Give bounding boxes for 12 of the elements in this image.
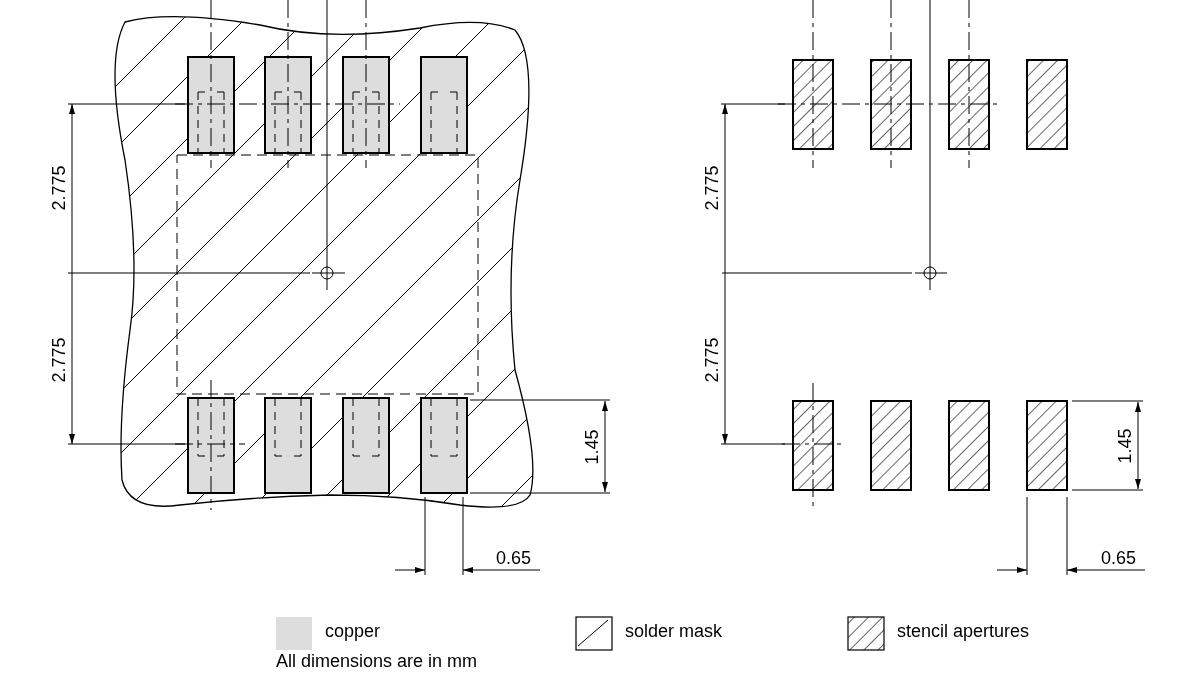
- legend-label: stencil apertures: [897, 622, 1030, 640]
- dimension-label: 0.65: [1101, 549, 1137, 567]
- legend-label: solder mask: [625, 622, 723, 640]
- dimension-label: 2.775: [703, 165, 721, 211]
- dimension-label: 1.45: [583, 429, 601, 464]
- dimension-label: 2.775: [50, 337, 68, 383]
- dimension-label: 0.65: [496, 549, 532, 567]
- dimension-label: 2.775: [703, 337, 721, 383]
- note-text: All dimensions are in mm: [276, 652, 478, 670]
- dimension-label: 2.775: [50, 165, 68, 211]
- legend-label: copper: [325, 622, 381, 640]
- dimension-label: 1.45: [1116, 428, 1134, 463]
